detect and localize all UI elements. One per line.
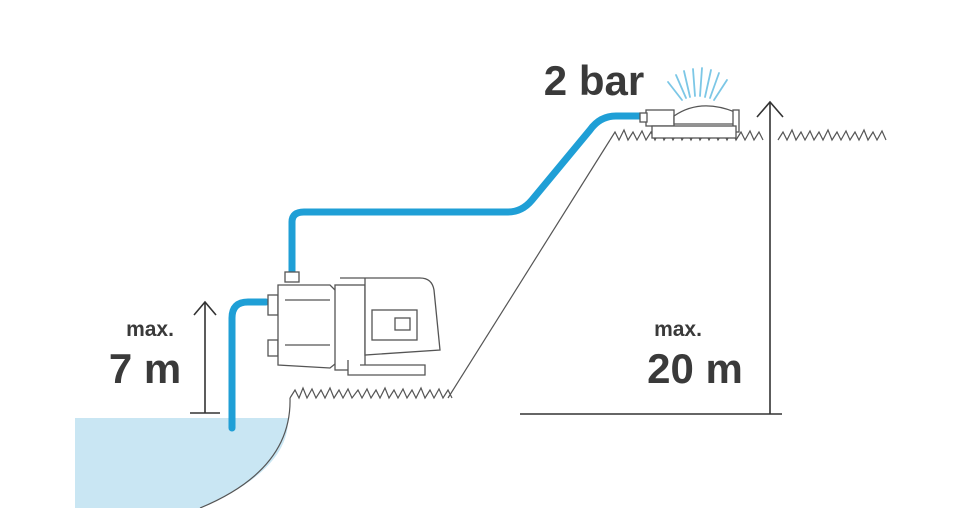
discharge-pipe (288, 112, 646, 276)
delivery-value-label: 20 m (647, 345, 743, 392)
suction-height-arrow-icon (190, 300, 220, 414)
sprinkler-icon (639, 67, 740, 139)
suction-value-label: 7 m (109, 345, 181, 392)
ground-left-grass (289, 386, 453, 400)
slope-line (447, 139, 611, 399)
suction-max-label: max. (126, 318, 174, 341)
bank-line (199, 397, 291, 508)
suction-pipe (228, 298, 270, 432)
ground-right-grass (777, 128, 887, 142)
delivery-height-arrow-icon (520, 100, 784, 415)
pressure-label: 2 bar (544, 57, 644, 104)
delivery-max-label: max. (654, 318, 702, 341)
water-body (75, 418, 289, 508)
pump-icon (267, 271, 441, 376)
